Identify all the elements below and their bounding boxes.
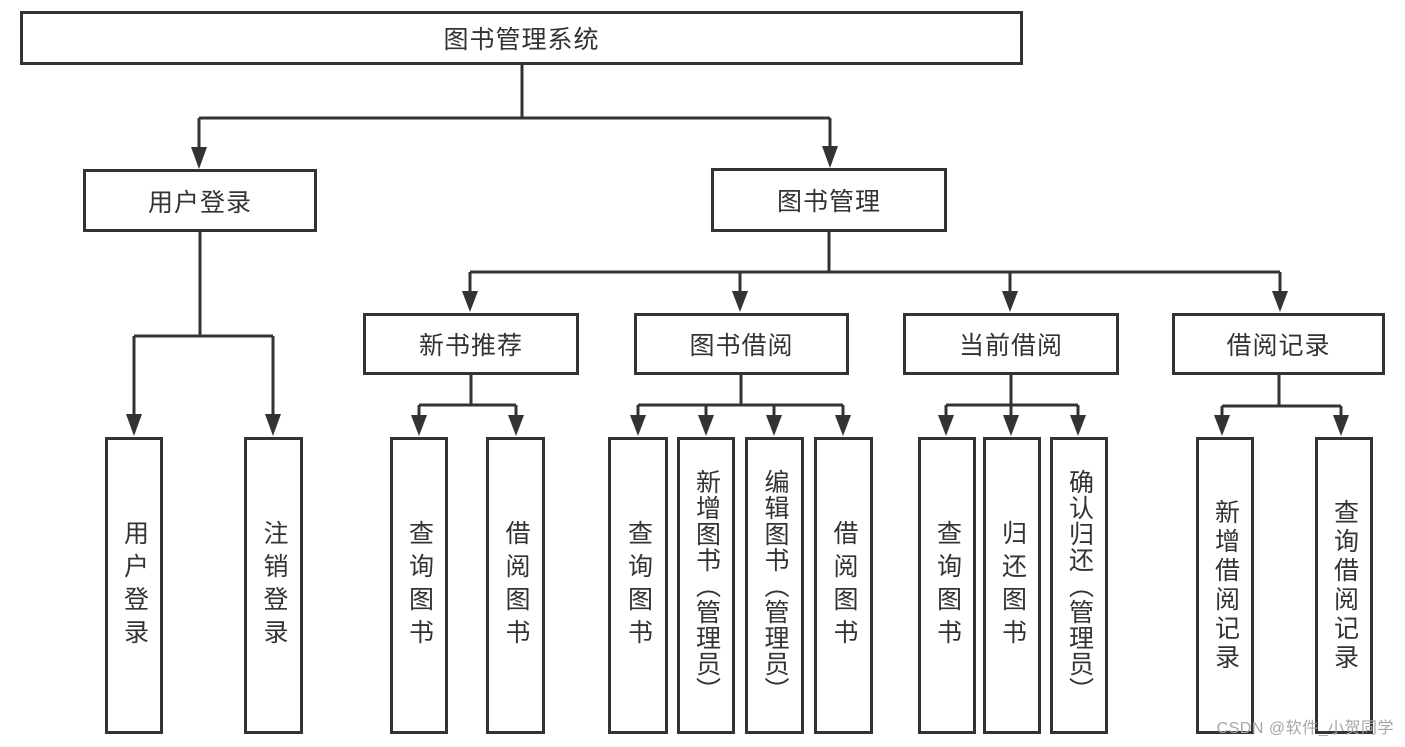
leaf-logout: 注销登录	[244, 437, 303, 734]
leaf-query-book-current-label: 查询图书	[933, 519, 962, 652]
leaf-confirm-return-admin: 确认归还（管理员）	[1050, 437, 1108, 734]
leaf-query-book-borrow: 查询图书	[608, 437, 668, 734]
leaf-query-borrow-record-label: 查询借阅记录	[1330, 498, 1359, 673]
leaf-borrow-book-recommend-label: 借阅图书	[502, 519, 530, 652]
node-current-borrow: 当前借阅	[903, 313, 1119, 375]
csdn-watermark: CSDN @软件_小贺同学	[1216, 720, 1394, 737]
node-borrow-records: 借阅记录	[1172, 313, 1385, 375]
node-book-borrow-label: 图书借阅	[689, 332, 794, 360]
leaf-add-book-admin-label: 新增图书（管理员）	[692, 468, 721, 703]
connector-userlogin-to-leaves	[132, 232, 275, 420]
leaf-edit-book-admin-label: 编辑图书（管理员）	[761, 468, 789, 703]
leaf-user-login-label: 用户登录	[120, 519, 149, 652]
leaf-query-book-recommend: 查询图书	[390, 437, 448, 734]
leaf-query-borrow-record: 查询借阅记录	[1315, 437, 1373, 734]
leaf-query-book-current: 查询图书	[918, 437, 976, 734]
leaf-query-book-recommend-label: 查询图书	[405, 519, 434, 652]
node-root: 图书管理系统	[20, 11, 1023, 65]
leaf-add-borrow-record-label: 新增借阅记录	[1211, 498, 1240, 673]
leaf-return-book-label: 归还图书	[998, 519, 1027, 652]
connector-newbook-to-leaves	[417, 375, 518, 421]
leaf-borrow-book: 借阅图书	[814, 437, 873, 734]
node-book-mgmt-label: 图书管理	[776, 188, 881, 216]
leaf-confirm-return-admin-label: 确认归还（管理员）	[1065, 468, 1094, 703]
leaf-query-book-borrow-label: 查询图书	[624, 519, 653, 652]
node-root-label: 图书管理系统	[443, 26, 600, 54]
connector-current-to-leaves	[944, 375, 1080, 421]
leaf-logout-label: 注销登录	[260, 519, 288, 652]
connector-borrow-to-leaves	[636, 375, 845, 421]
node-book-mgmt: 图书管理	[711, 168, 947, 232]
node-book-borrow: 图书借阅	[634, 313, 849, 375]
connector-root-to-level2	[197, 65, 832, 152]
connector-bookmgmt-to-level3	[468, 232, 1282, 296]
node-current-borrow-label: 当前借阅	[958, 332, 1063, 360]
leaf-borrow-book-label: 借阅图书	[830, 519, 858, 652]
leaf-borrow-book-recommend: 借阅图书	[486, 437, 545, 734]
node-user-login: 用户登录	[83, 169, 317, 232]
node-newbook-recommend-label: 新书推荐	[418, 332, 523, 360]
node-user-login-label: 用户登录	[147, 188, 252, 217]
leaf-return-book: 归还图书	[983, 437, 1041, 734]
connector-records-to-leaves	[1220, 375, 1343, 421]
leaf-add-book-admin: 新增图书（管理员）	[677, 437, 735, 734]
leaf-user-login: 用户登录	[105, 437, 163, 734]
leaf-add-borrow-record: 新增借阅记录	[1196, 437, 1254, 734]
node-newbook-recommend: 新书推荐	[363, 313, 579, 375]
leaf-edit-book-admin: 编辑图书（管理员）	[745, 437, 804, 734]
node-borrow-records-label: 借阅记录	[1226, 332, 1331, 360]
